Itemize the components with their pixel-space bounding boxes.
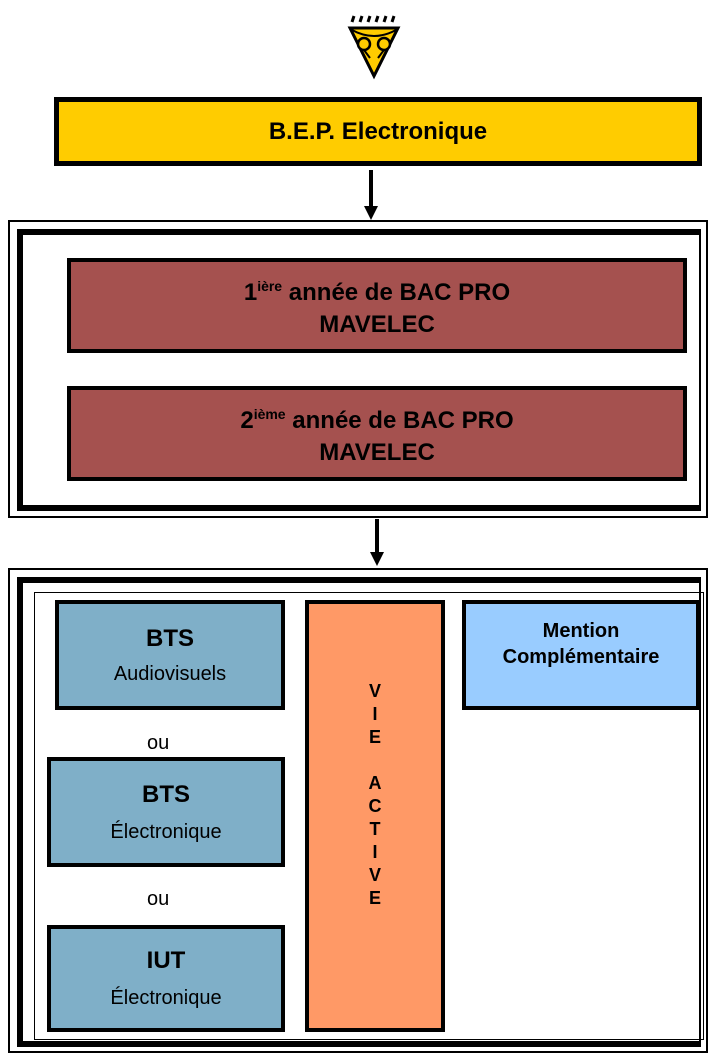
vie-active-letter: T	[369, 819, 381, 839]
mention-line2: Complémentaire	[502, 646, 660, 668]
arrow-bac-to-outcomes-head	[370, 552, 384, 566]
mention-complementaire-box: Mention Complémentaire	[462, 600, 700, 710]
arrow-bep-to-bac-head	[364, 206, 378, 220]
vie-active-letter	[309, 749, 441, 772]
iut-electronique-box: IUT Électronique	[47, 925, 285, 1032]
bts-electronique-box: BTS Électronique	[47, 757, 285, 867]
bac-pro-year2-line2: MAVELEC	[319, 439, 435, 466]
vie-active-letter: I	[372, 842, 378, 862]
or-label-2: ou	[147, 888, 170, 910]
mention-line1: Mention	[542, 620, 620, 642]
school-logo-icon	[347, 15, 401, 80]
bts-electronique-title: BTS	[142, 780, 190, 808]
vie-active-letter: I	[372, 704, 378, 724]
bts-electronique-subtitle: Électronique	[110, 820, 222, 843]
or-label-1: ou	[147, 732, 170, 754]
vie-active-letter: E	[368, 888, 381, 908]
vie-active-letter: C	[368, 796, 382, 816]
bac-pro-year1-box: 1ière année de BAC PRO MAVELEC	[67, 258, 687, 353]
bep-label: B.E.P. Electronique	[268, 117, 488, 145]
bts-audiovisuels-title: BTS	[146, 624, 194, 652]
bts-audiovisuels-subtitle: Audiovisuels	[113, 662, 227, 685]
outcomes-frame	[8, 568, 708, 1053]
vie-active-letter: V	[368, 865, 381, 885]
arrow-bep-to-bac	[369, 170, 373, 208]
bts-audiovisuels-box: BTS Audiovisuels	[55, 600, 285, 710]
bac-pro-year1-line2: MAVELEC	[319, 311, 435, 338]
iut-electronique-subtitle: Électronique	[110, 987, 222, 1009]
arrow-bac-to-outcomes	[375, 519, 379, 555]
outcomes-frame-white	[34, 592, 704, 1040]
vie-active-letter: V	[368, 681, 381, 701]
bep-box: B.E.P. Electronique	[54, 97, 702, 166]
bac-pro-year1-line1: 1ière année de BAC PRO	[243, 278, 511, 306]
vie-active-letter: E	[368, 727, 381, 747]
school-logo	[346, 12, 402, 80]
vie-active-label: V I E A C T I V E	[309, 680, 441, 910]
iut-electronique-title: IUT	[146, 947, 186, 974]
vie-active-box: V I E A C T I V E	[305, 600, 445, 1032]
vie-active-letter: A	[368, 773, 382, 793]
bac-pro-frame	[8, 220, 708, 518]
bac-pro-year2-box: 2ième année de BAC PRO MAVELEC	[67, 386, 687, 481]
bac-pro-frame-inner	[17, 229, 701, 511]
outcomes-frame-inner	[17, 577, 701, 1047]
bac-pro-year2-line1: 2ième année de BAC PRO	[240, 406, 514, 434]
